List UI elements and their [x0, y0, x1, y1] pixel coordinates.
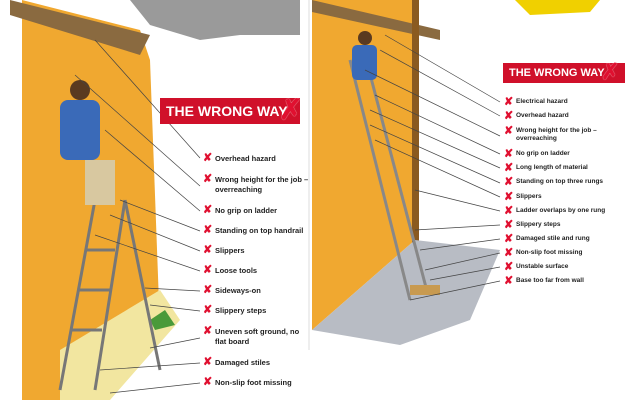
item-label: Slippery steps — [215, 306, 267, 315]
item-label: Wrong height for the job – overreaching — [215, 175, 309, 194]
item-label: Slippery steps — [516, 221, 561, 228]
cross-icon: ✘ — [504, 233, 514, 245]
right-wall — [312, 0, 415, 330]
cross-icon: ✘ — [203, 284, 213, 296]
right-ladder-base — [410, 285, 440, 295]
cross-icon: ✘ — [203, 325, 213, 337]
item-label: Overhead hazard — [215, 154, 276, 163]
right-gutter — [312, 0, 440, 40]
item-label: Standing on top three rungs — [516, 178, 604, 185]
item-label: Wrong height for the job – overreaching — [516, 127, 597, 142]
list-item: ✘Base too far from wall — [504, 276, 631, 287]
left-worker — [60, 80, 115, 205]
banner-text: THE WRONG WAY — [509, 67, 605, 79]
list-item: ✘Non-slip foot missing — [504, 248, 631, 259]
item-label: Slippers — [215, 246, 245, 255]
cross-icon: ✘ — [504, 176, 514, 188]
cross-icon: ✘ — [504, 205, 514, 217]
item-label: Ladder overlaps by one rung — [516, 207, 606, 214]
wrong-way-banner: THE WRONG WAY ✗ — [503, 59, 625, 84]
item-label: Unstable surface — [516, 263, 569, 270]
cross-icon: ✘ — [203, 356, 213, 368]
left-roof — [10, 0, 150, 55]
item-label: Non-slip foot missing — [516, 249, 583, 256]
cross-icon: ✘ — [203, 264, 213, 276]
right-leader-lines — [364, 34, 501, 301]
cross-icon: ✘ — [203, 173, 213, 185]
cross-icon: ✘ — [203, 244, 213, 256]
list-item: ✘Long length of material — [504, 163, 631, 174]
cross-icon: ✘ — [203, 224, 213, 236]
cross-icon: ✘ — [504, 219, 514, 231]
list-item: ✘No grip on ladder — [504, 149, 631, 160]
item-label: Uneven soft ground, no flat board — [215, 327, 300, 346]
list-item: ✘Overhead hazard — [504, 111, 631, 122]
cross-icon: ✗ — [601, 59, 620, 84]
cross-icon: ✗ — [279, 94, 303, 125]
item-label: No grip on ladder — [215, 206, 278, 215]
list-item: ✘Slippers — [203, 245, 310, 256]
cross-icon: ✘ — [203, 152, 213, 164]
item-label: Electrical hazard — [516, 98, 568, 105]
cross-icon: ✘ — [203, 204, 213, 216]
right-ground — [312, 240, 500, 345]
cross-icon: ✘ — [504, 191, 514, 203]
list-item: ✘Damaged stile and rung — [504, 234, 631, 245]
cross-icon: ✘ — [504, 125, 514, 137]
list-item: ✘Standing on top three rungs — [504, 177, 631, 188]
list-item: ✘Slippers — [504, 192, 631, 203]
list-item: ✘Standing on top handrail — [203, 225, 310, 236]
item-label: Damaged stile and rung — [516, 235, 590, 242]
item-label: Non-slip foot missing — [215, 378, 292, 387]
item-label: Loose tools — [215, 266, 258, 275]
right-worker — [352, 31, 377, 80]
list-item: ✘Wrong height for the job – overreaching — [504, 126, 631, 143]
list-item: ✘Non-slip foot missing — [203, 377, 310, 388]
item-label: Damaged stiles — [215, 358, 271, 367]
list-item: ✘Electrical hazard — [504, 97, 631, 108]
list-item: ✘Ladder overlaps by one rung — [504, 206, 631, 217]
list-item: ✘Loose tools — [203, 265, 310, 276]
cross-icon: ✘ — [203, 304, 213, 316]
right-pole — [412, 0, 419, 250]
left-grass — [150, 310, 175, 330]
cross-icon: ✘ — [504, 275, 514, 287]
cross-icon: ✘ — [504, 261, 514, 273]
list-item: ✘Uneven soft ground, no flat board — [203, 326, 310, 347]
cross-icon: ✘ — [504, 162, 514, 174]
item-label: Overhead hazard — [516, 112, 569, 119]
item-label: No grip on ladder — [516, 150, 570, 157]
item-label: Sideways-on — [215, 286, 261, 295]
banner-text: THE WRONG WAY — [166, 103, 288, 119]
left-stepladder — [58, 199, 162, 391]
item-label: Base too far from wall — [516, 277, 584, 284]
list-item: ✘Slippery steps — [504, 220, 631, 231]
item-label: Slippers — [516, 193, 542, 200]
list-item: ✘Wrong height for the job – overreaching — [203, 174, 310, 195]
cross-icon: ✘ — [504, 148, 514, 160]
item-label: Long length of material — [516, 164, 588, 171]
left-leader-lines — [74, 39, 201, 394]
list-item: ✘Overhead hazard — [203, 153, 310, 164]
cross-icon: ✘ — [504, 110, 514, 122]
left-floor — [130, 0, 300, 40]
cross-icon: ✘ — [203, 376, 213, 388]
list-item: ✘Sideways-on — [203, 285, 310, 296]
wrong-way-banner: THE WRONG WAY ✗ — [160, 94, 303, 125]
item-label: Standing on top handrail — [215, 226, 304, 235]
list-item: ✘Slippery steps — [203, 305, 310, 316]
cross-icon: ✘ — [504, 96, 514, 108]
cross-icon: ✘ — [504, 247, 514, 259]
right-object — [515, 0, 600, 15]
list-item: ✘Unstable surface — [504, 262, 631, 273]
list-item: ✘No grip on ladder — [203, 205, 310, 216]
list-item: ✘Damaged stiles — [203, 357, 310, 368]
